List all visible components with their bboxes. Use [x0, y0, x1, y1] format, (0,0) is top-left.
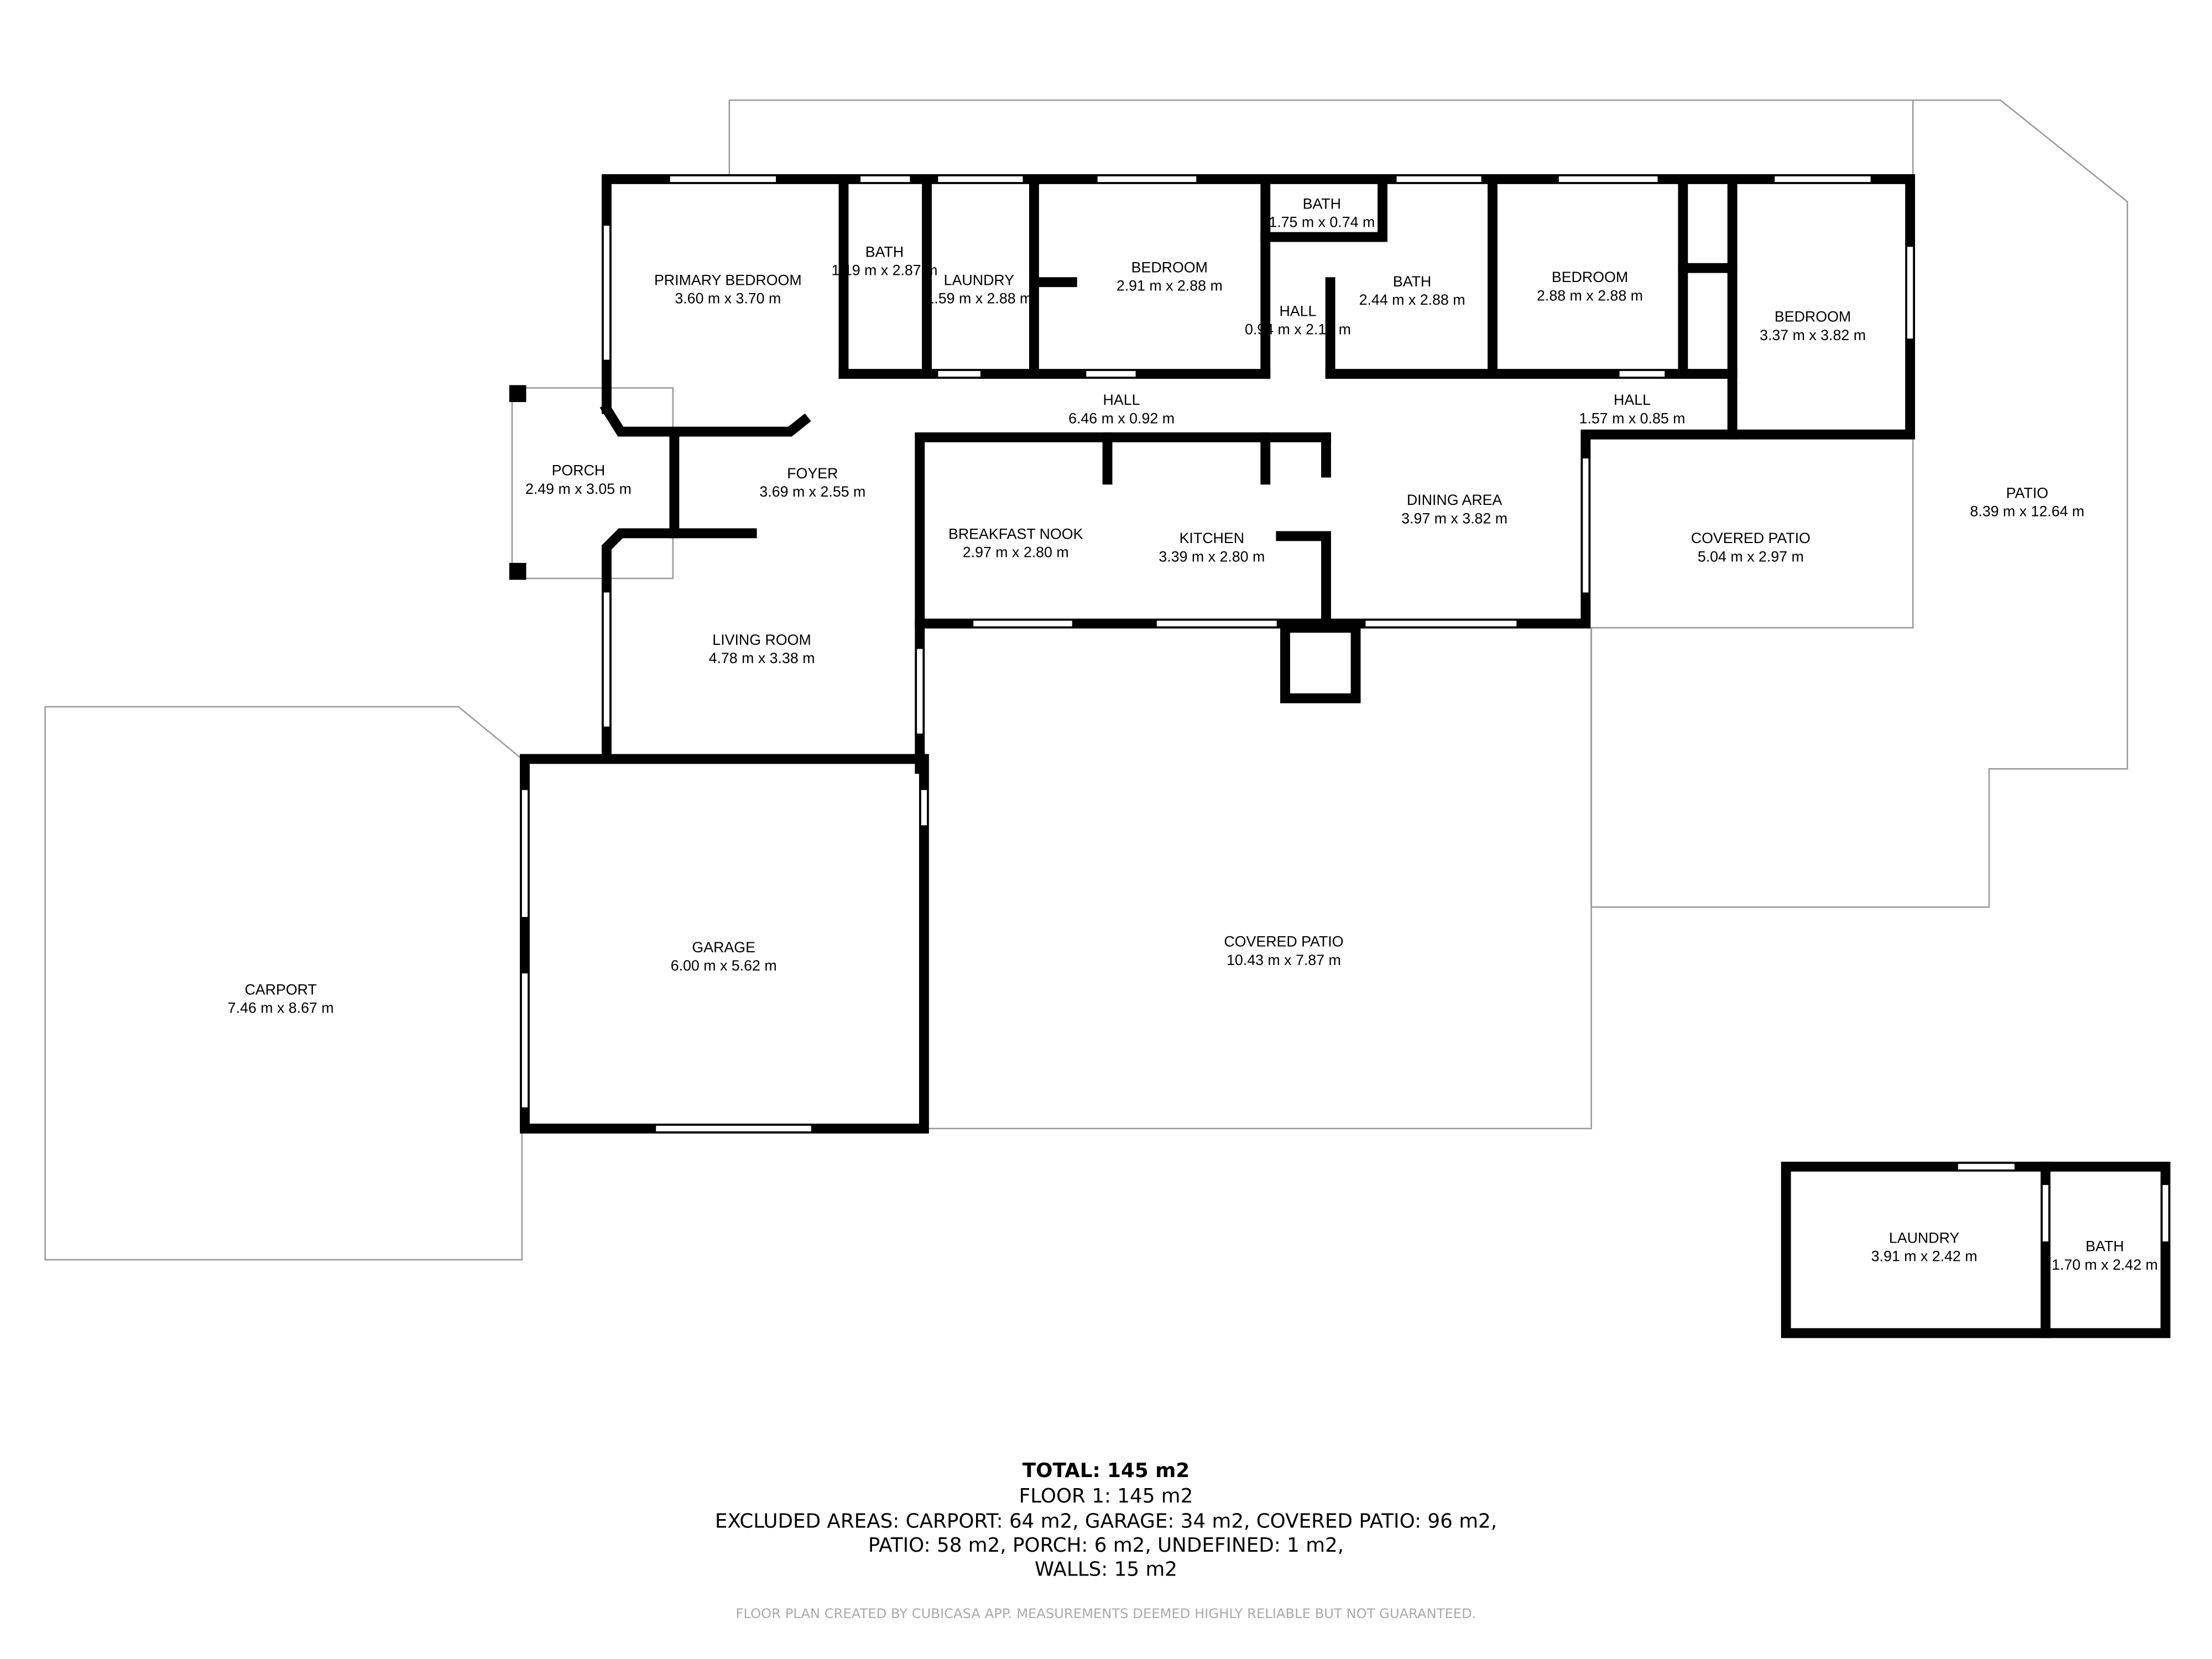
patio-outline — [728, 99, 2128, 908]
room-label: LIVING ROOM 4.78 m x 3.38 m — [709, 632, 815, 666]
windows — [521, 176, 2168, 1241]
room-text: COVERED PATIO — [1691, 530, 1811, 546]
room-text: BEDROOM — [1775, 309, 1851, 325]
room-text: BREAKFAST NOOK — [948, 525, 1083, 542]
walls — [520, 174, 2171, 1338]
room-label: COVERED PATIO 10.43 m x 7.87 m — [1224, 933, 1343, 968]
room-label: PRIMARY BEDROOM 3.60 m x 3.70 m — [654, 272, 802, 306]
room-text: 2.97 m x 2.80 m — [963, 544, 1069, 561]
room-text: BATH — [1393, 273, 1431, 290]
porch-post — [509, 385, 526, 403]
room-text: 3.97 m x 3.82 m — [1401, 510, 1507, 526]
excluded-areas: EXCLUDED AREAS: CARPORT: 64 m2, GARAGE: … — [715, 1510, 1497, 1533]
room-label: BEDROOM 2.88 m x 2.88 m — [1537, 269, 1643, 304]
room-text: 3.91 m x 2.42 m — [1871, 1248, 1978, 1265]
room-text: 6.46 m x 0.92 m — [1068, 410, 1175, 426]
room-text: GARAGE — [692, 939, 755, 956]
room-text: FOYER — [787, 465, 838, 482]
room-label: COVERED PATIO 5.04 m x 2.97 m — [1691, 530, 1811, 565]
room-label: BATH 1.75 m x 0.74 m — [1269, 196, 1375, 231]
room-label: PORCH 2.49 m x 3.05 m — [525, 462, 632, 497]
room-text: 3.37 m x 3.82 m — [1760, 327, 1866, 343]
covered-patio-outline — [924, 628, 1592, 1130]
room-label: LAUNDRY 3.91 m x 2.42 m — [1871, 1229, 1978, 1264]
room-text: 1.70 m x 2.42 m — [2052, 1256, 2158, 1273]
room-label: LAUNDRY 1.59 m x 2.88 m — [926, 272, 1032, 306]
room-text: BATH — [2085, 1238, 2124, 1255]
room-text: 8.39 m x 12.64 m — [1970, 503, 2084, 520]
room-text: 3.39 m x 2.80 m — [1159, 548, 1265, 565]
room-text: 2.44 m x 2.88 m — [1359, 291, 1465, 308]
room-text: COVERED PATIO — [1224, 933, 1343, 950]
room-text: 2.91 m x 2.88 m — [1117, 278, 1223, 294]
room-text: 7.46 m x 8.67 m — [228, 1000, 334, 1016]
room-labels: PRIMARY BEDROOM 3.60 m x 3.70 m BATH 1.19 … — [228, 196, 2158, 1273]
room-label: KITCHEN 3.39 m x 2.80 m — [1159, 530, 1265, 565]
room-label: BREAKFAST NOOK 2.97 m x 2.80 m — [948, 525, 1083, 560]
room-text: 10.43 m x 7.87 m — [1227, 952, 1341, 968]
room-text: BEDROOM — [1552, 269, 1628, 285]
area-summary: TOTAL: 145 m2 FLOOR 1: 145 m2 EXCLUDED A… — [715, 1459, 1497, 1621]
excluded-areas-cont: PATIO: 58 m2, PORCH: 6 m2, UNDEFINED: 1 … — [868, 1534, 1344, 1557]
porch-post — [509, 562, 526, 580]
room-text: 0.94 m x 2.14 m — [1245, 321, 1351, 338]
floor-area: FLOOR 1: 145 m2 — [1019, 1485, 1193, 1507]
room-text: HALL — [1279, 302, 1316, 319]
room-label: HALL 1.57 m x 0.85 m — [1579, 392, 1686, 426]
room-text: 5.04 m x 2.97 m — [1698, 548, 1804, 565]
room-text: 1.59 m x 2.88 m — [926, 290, 1032, 306]
room-text: LIVING ROOM — [712, 632, 811, 648]
room-text: BATH — [1303, 196, 1341, 212]
room-text: 1.75 m x 0.74 m — [1269, 214, 1375, 231]
room-label: HALL 0.94 m x 2.14 m — [1245, 302, 1351, 337]
room-text: 2.49 m x 3.05 m — [525, 481, 632, 497]
room-label: CARPORT 7.46 m x 8.67 m — [228, 981, 334, 1016]
room-label: BEDROOM 2.91 m x 2.88 m — [1117, 259, 1223, 294]
room-text: PRIMARY BEDROOM — [654, 272, 802, 288]
room-text: 6.00 m x 5.62 m — [671, 957, 777, 974]
room-text: BATH — [865, 243, 904, 260]
room-text: 3.69 m x 2.55 m — [759, 483, 865, 500]
room-text: 2.88 m x 2.88 m — [1537, 287, 1643, 304]
room-text: LAUNDRY — [944, 272, 1015, 288]
room-text: 3.60 m x 3.70 m — [675, 290, 781, 306]
room-text: 4.78 m x 3.38 m — [709, 650, 815, 666]
room-text: KITCHEN — [1180, 530, 1244, 546]
room-label: HALL 6.46 m x 0.92 m — [1068, 392, 1175, 426]
room-text: PORCH — [552, 462, 606, 479]
room-text: HALL — [1103, 392, 1140, 408]
room-text: HALL — [1614, 392, 1651, 408]
room-text: PATIO — [2006, 485, 2048, 502]
room-label: BEDROOM 3.37 m x 3.82 m — [1760, 309, 1866, 343]
room-text: LAUNDRY — [1889, 1229, 1960, 1246]
room-text: 1.19 m x 2.87 m — [832, 262, 938, 278]
walls-area: WALLS: 15 m2 — [1035, 1558, 1177, 1580]
total-area: TOTAL: 145 m2 — [1022, 1459, 1190, 1482]
room-text: 1.57 m x 0.85 m — [1579, 410, 1686, 426]
room-text: CARPORT — [244, 981, 316, 998]
disclaimer: FLOOR PLAN CREATED BY CUBICASA APP. MEAS… — [736, 1606, 1477, 1621]
room-text: DINING AREA — [1407, 492, 1503, 508]
room-label: BATH 1.19 m x 2.87 m — [832, 243, 938, 278]
room-text: BEDROOM — [1131, 259, 1208, 275]
room-label: DINING AREA 3.97 m x 3.82 m — [1401, 492, 1507, 526]
